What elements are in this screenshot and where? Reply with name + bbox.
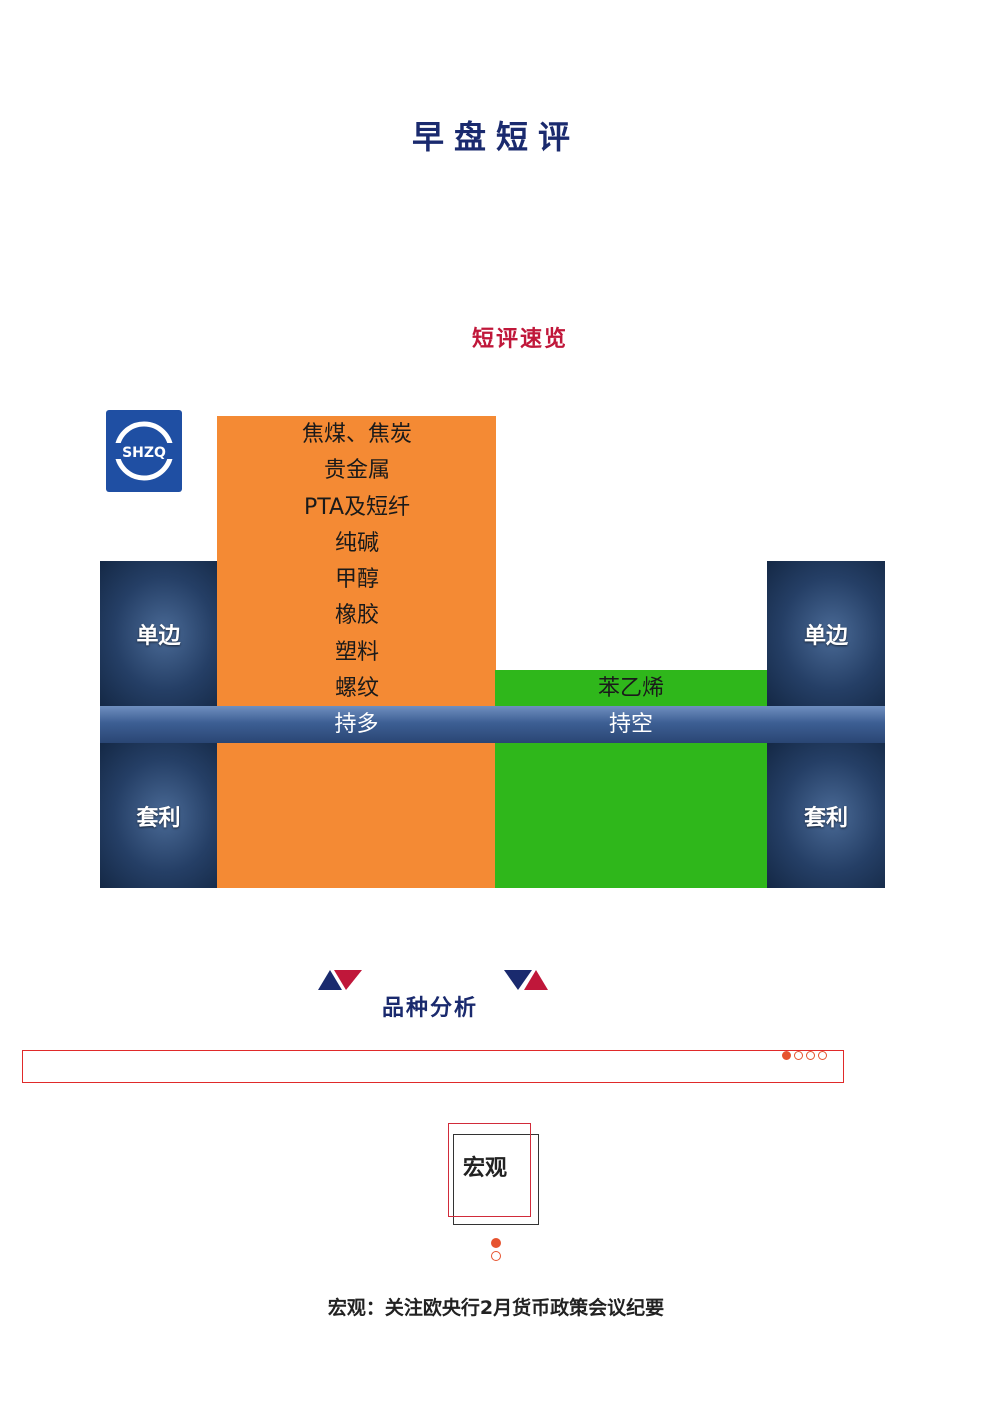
company-logo: SHZQ xyxy=(106,410,182,492)
long-items-list: 焦煤、焦炭 贵金属 PTA及短纤 纯碱 甲醇 橡胶 塑料 螺纹 xyxy=(217,418,497,708)
right-arbitrage-label: 套利 xyxy=(767,743,885,888)
logo-emblem-icon: SHZQ xyxy=(112,421,176,481)
dot-icon xyxy=(794,1051,803,1060)
long-position-label: 持多 xyxy=(334,712,379,737)
long-item: 甲醇 xyxy=(334,567,379,593)
triangle-decoration-left-icon xyxy=(318,970,362,990)
long-column-bottom xyxy=(217,743,495,888)
divider-dots xyxy=(782,1051,827,1060)
left-single-side-label: 单边 xyxy=(100,561,217,706)
right-single-side-label: 单边 xyxy=(767,561,885,706)
position-bar xyxy=(100,706,885,743)
logo-text: SHZQ xyxy=(122,445,166,461)
long-item: 纯碱 xyxy=(334,530,379,556)
short-position-label: 持空 xyxy=(608,712,653,737)
macro-summary: 宏观：关注欧央行2月货币政策会议纪要 xyxy=(327,1297,665,1319)
macro-heading: 宏观 xyxy=(462,1156,507,1181)
short-column-top xyxy=(495,670,767,706)
macro-dots xyxy=(491,1238,501,1261)
long-item: 贵金属 xyxy=(323,458,390,484)
dot-icon xyxy=(806,1051,815,1060)
page-title: 早盘短评 xyxy=(411,118,580,156)
section-divider-frame xyxy=(22,1050,844,1083)
long-column-top xyxy=(217,416,496,706)
long-item: 螺纹 xyxy=(334,676,379,702)
dot-icon xyxy=(782,1051,791,1060)
short-column-bottom xyxy=(495,743,767,888)
short-item: 苯乙烯 xyxy=(597,676,664,701)
triangle-decoration-right-icon xyxy=(504,970,548,990)
macro-box-frame-dark xyxy=(453,1134,539,1225)
overview-section-title: 短评速览 xyxy=(471,327,568,352)
long-item: 橡胶 xyxy=(334,603,379,629)
long-item: PTA及短纤 xyxy=(303,494,411,520)
dot-icon xyxy=(491,1251,501,1261)
analysis-section-title: 品种分析 xyxy=(381,996,478,1021)
dot-icon xyxy=(818,1051,827,1060)
long-item: 塑料 xyxy=(334,639,379,665)
long-item: 焦煤、焦炭 xyxy=(301,422,412,447)
left-arbitrage-label: 套利 xyxy=(100,743,217,888)
dot-icon xyxy=(491,1238,501,1248)
macro-box-frame-red xyxy=(448,1123,531,1217)
